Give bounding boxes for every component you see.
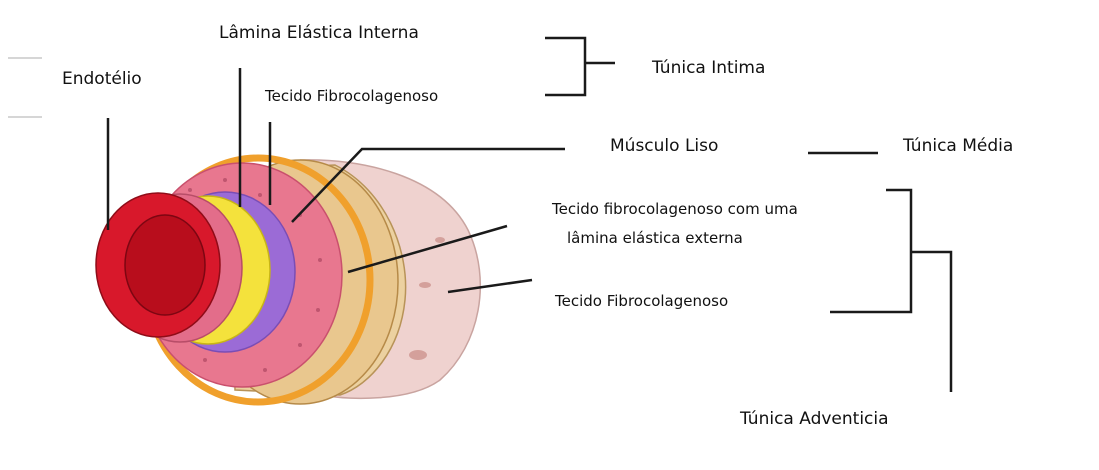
artery-illustration (96, 158, 480, 404)
bracket-tunica-intima (545, 38, 585, 95)
label-tecido-fibrocolagenoso-1: Tecido Fibrocolagenoso (265, 87, 438, 105)
scan-marks (8, 58, 42, 117)
label-tecido-fibrocolagenoso-2: Tecido Fibrocolagenoso (555, 292, 728, 310)
label-tecido-lamina-externa-line2: lâmina elástica externa (567, 229, 743, 247)
label-lamina-elastica-interna: Lâmina Elástica Interna (219, 23, 419, 43)
lumen (125, 215, 205, 315)
label-tunica-adventicia: Túnica Adventicia (740, 409, 889, 429)
label-tecido-lamina-externa-line1: Tecido fibrocolagenoso com uma (552, 200, 798, 218)
bracket-adventicia-outer (911, 252, 951, 392)
label-musculo-liso: Músculo Liso (610, 136, 718, 156)
label-tunica-media: Túnica Média (903, 136, 1013, 156)
bracket-adventicia-inner (830, 190, 911, 312)
label-endotelio: Endotélio (62, 69, 142, 89)
label-tunica-intima: Túnica Intima (652, 58, 765, 78)
